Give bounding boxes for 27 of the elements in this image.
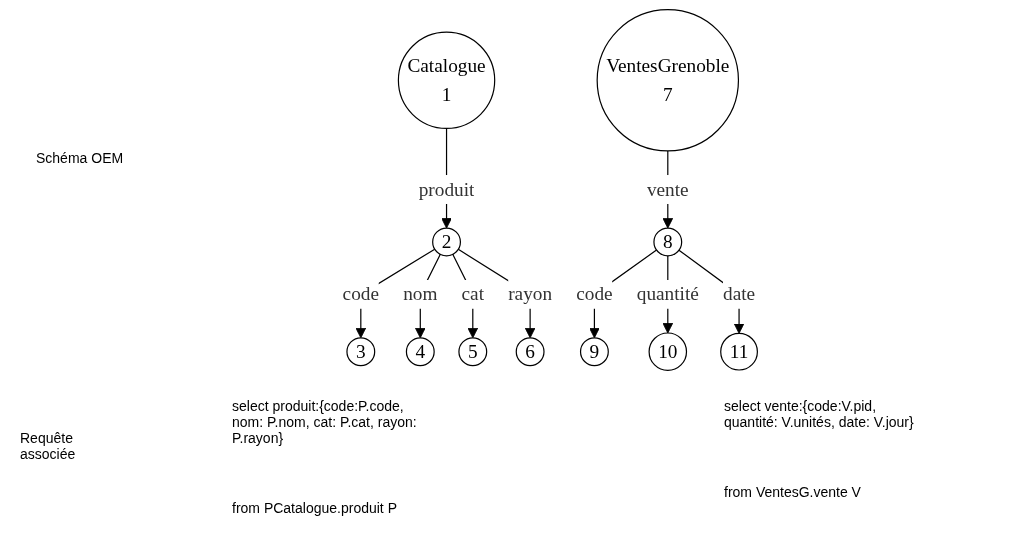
query-text: from PCatalogue.produit P xyxy=(232,500,398,516)
row-label: Schéma OEM xyxy=(36,150,125,166)
node-circle: Catalogue 1 xyxy=(397,31,496,130)
edge-label: vente xyxy=(646,178,689,200)
query-text: from VentesG.vente V xyxy=(724,484,862,500)
edge-label: nom xyxy=(403,283,438,305)
node-circle: 5 xyxy=(458,337,488,367)
node-circle: 9 xyxy=(579,337,609,367)
edge-label: quantité xyxy=(636,283,699,305)
row-label: Requête associée xyxy=(20,430,77,462)
node-circle: 4 xyxy=(405,337,435,367)
node-circle: 11 xyxy=(720,332,758,371)
query-text: select vente:{code:V.pid, quantité: V.unités, date: V.jour} xyxy=(724,398,915,430)
node-circle: 6 xyxy=(515,337,545,367)
query-text: select produit:{code:P.code, nom: P.nom, cat: P.cat, rayon: P.rayon} xyxy=(232,398,418,446)
node-circle: 10 xyxy=(648,332,688,371)
node-circle: 2 xyxy=(432,227,461,257)
edge-label: rayon xyxy=(508,283,553,305)
edge-label: date xyxy=(722,283,756,305)
node-circle: 8 xyxy=(653,227,683,257)
edge-label: code xyxy=(342,283,380,305)
node-circle: 3 xyxy=(346,337,376,367)
edge-label: cat xyxy=(461,283,485,305)
node-circle: VentesGrenoble 7 xyxy=(596,9,740,152)
edge-label: code xyxy=(576,283,613,305)
edge-label: produit xyxy=(418,178,475,200)
arrow xyxy=(457,248,536,339)
